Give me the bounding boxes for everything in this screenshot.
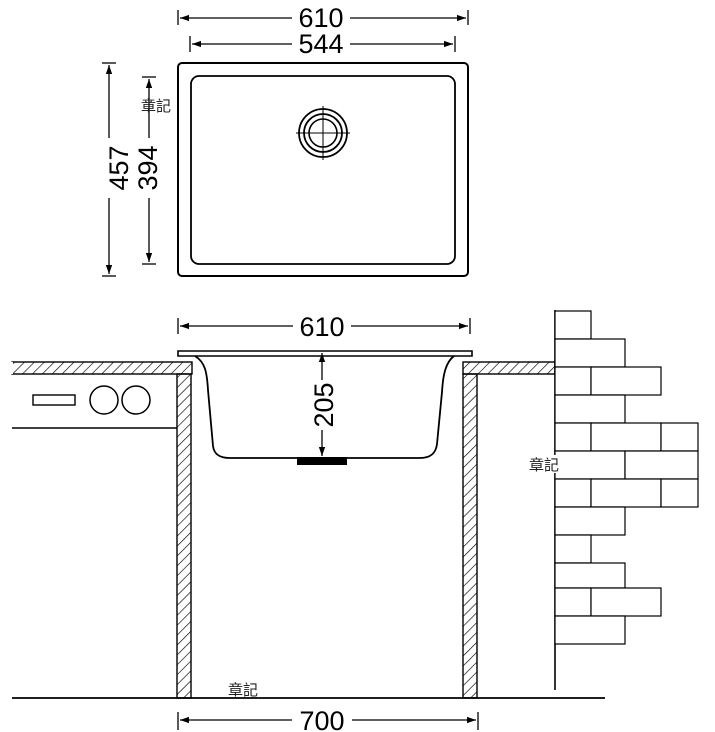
appliance-handle-icon xyxy=(32,394,76,406)
cabinet-wall-right xyxy=(462,373,478,699)
appliance-knob-icon xyxy=(121,385,151,415)
cabinet-wall-left xyxy=(176,373,192,699)
sink-bowl-outline xyxy=(190,75,456,265)
stamp-floor: 章記 xyxy=(228,681,258,699)
dimension-sink-width: 610 xyxy=(177,312,471,342)
sink-width-label: 610 xyxy=(299,312,344,342)
dimension-bowl-depth: 205 xyxy=(309,353,339,456)
dimension-inner-width: 544 xyxy=(189,29,456,59)
stamp-wall: 章記 xyxy=(529,456,559,474)
countertop-left xyxy=(11,361,193,375)
inner-width-label: 544 xyxy=(298,29,343,59)
appliance-knob-icon xyxy=(89,385,119,415)
inner-depth-label: 394 xyxy=(133,145,163,190)
dimension-inner-depth: 394 xyxy=(133,76,163,265)
drain-icon xyxy=(296,106,350,160)
top-view: 610 544 457 394 章記 xyxy=(102,3,469,277)
dimension-outer-depth: 457 xyxy=(102,62,134,277)
outer-depth-label: 457 xyxy=(104,145,134,190)
stamp-top: 章記 xyxy=(141,97,171,115)
dimension-outer-width: 610 xyxy=(177,3,469,33)
outer-width-label: 610 xyxy=(298,3,343,33)
sink-outer-rim xyxy=(177,62,469,277)
brick-wall xyxy=(554,310,699,690)
cabinet-width-label: 700 xyxy=(299,706,344,732)
side-view: 610 205 章記 xyxy=(11,310,699,732)
bowl-depth-label: 205 xyxy=(309,382,339,427)
drain-plug-icon xyxy=(297,457,347,465)
appliance-panel xyxy=(12,385,177,429)
dimension-cabinet-width: 700 xyxy=(177,706,479,732)
sink-rim-side xyxy=(177,350,473,357)
countertop-right xyxy=(462,361,556,375)
